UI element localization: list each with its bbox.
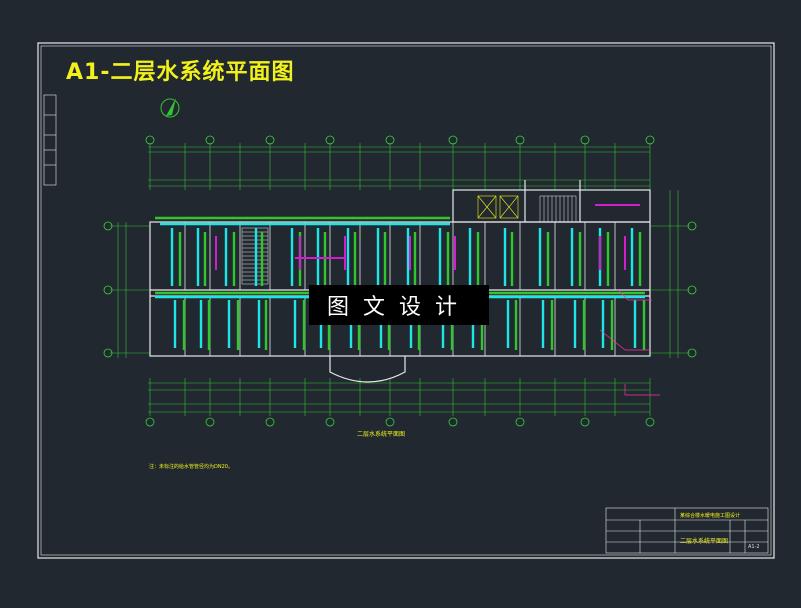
inner-frame xyxy=(40,45,772,556)
axis-bubble xyxy=(265,135,275,145)
titleblock-project: 某综合楼水暖电施工图设计 xyxy=(680,513,741,519)
axis-bubble xyxy=(515,135,525,145)
bottom-dimensions xyxy=(148,382,650,413)
axis-bubble xyxy=(448,135,458,145)
axis-bubble xyxy=(687,221,697,231)
axis-bubble xyxy=(103,285,113,295)
axis-bubble xyxy=(265,417,275,427)
axis-bubble xyxy=(645,135,655,145)
axis-bubble xyxy=(103,348,113,358)
axis-bubble-icon xyxy=(103,135,697,427)
north-arrow-icon xyxy=(160,98,180,118)
watermark: 图文设计 xyxy=(309,285,489,325)
elevator-shafts xyxy=(477,195,519,219)
axis-bubble xyxy=(205,135,215,145)
top-dimension-ticks xyxy=(149,143,651,190)
axis-bubble xyxy=(580,135,590,145)
drain-pipes xyxy=(215,204,640,270)
drawing-title: A1-二层水系统平面图 xyxy=(66,60,295,85)
axis-bubble xyxy=(145,135,155,145)
plan-caption: 二层水系统平面图 xyxy=(357,431,406,438)
leader-lines xyxy=(599,289,660,396)
top-dimensions xyxy=(148,146,650,187)
titleblock-sheet-number: A1-2 xyxy=(748,544,760,550)
axis-bubble xyxy=(103,221,113,231)
axis-bubble xyxy=(515,417,525,427)
axis-bubble xyxy=(385,417,395,427)
axis-bubble xyxy=(580,417,590,427)
side-dimensions xyxy=(110,190,690,358)
drawing-note: 注：未标注的给水管管径均为DN20。 xyxy=(149,464,233,470)
axis-bubble xyxy=(325,135,335,145)
axis-bubble xyxy=(645,417,655,427)
axis-bubble xyxy=(448,417,458,427)
axis-bubble xyxy=(205,417,215,427)
bottom-dimension-ticks xyxy=(149,378,651,416)
axis-bubble xyxy=(687,348,697,358)
binding-strip xyxy=(43,94,57,186)
outer-frame xyxy=(37,42,775,559)
axis-bubble xyxy=(145,417,155,427)
axis-bubble xyxy=(385,135,395,145)
axis-bubble xyxy=(325,417,335,427)
title-block xyxy=(605,507,769,554)
titleblock-drawing-name: 二层水系统平面图 xyxy=(680,538,729,545)
axis-bubble xyxy=(687,285,697,295)
